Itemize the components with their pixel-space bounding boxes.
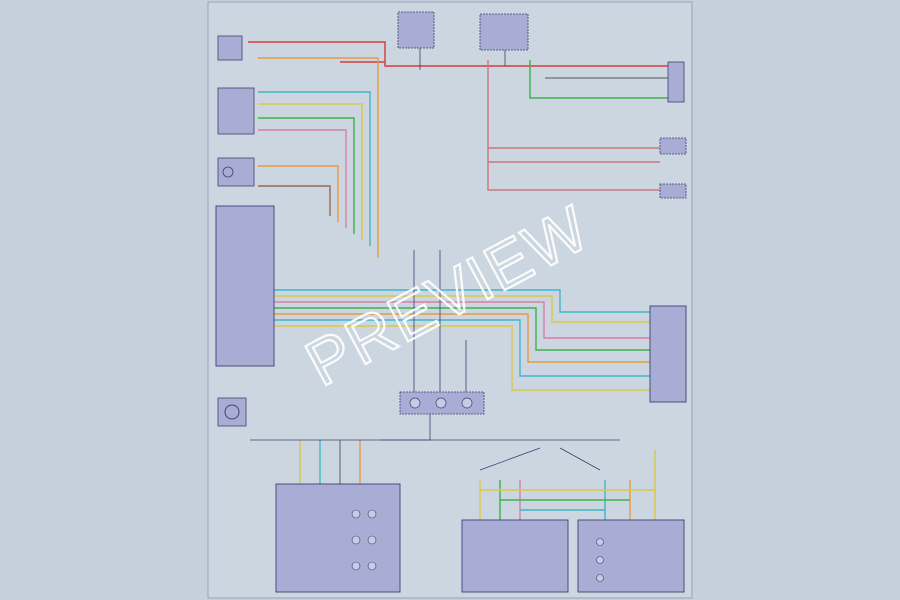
- wire-bus-6: [270, 319, 650, 377]
- wire-bus-3: [270, 301, 650, 339]
- wire-yellow-1: [258, 103, 363, 240]
- led: [351, 509, 361, 519]
- sensor-position: [217, 87, 255, 135]
- led: [351, 561, 361, 571]
- bottom-switches: [275, 483, 685, 593]
- right-components: [649, 61, 687, 403]
- sensor-electronic: [217, 157, 255, 187]
- bottom-switch-right: [577, 519, 685, 593]
- left-sensors: [217, 35, 255, 427]
- connector-pin-3: [461, 397, 473, 409]
- connector-pin-1: [409, 397, 421, 409]
- wire-green-1: [258, 117, 355, 234]
- wire-bus-2: [270, 295, 650, 323]
- led: [596, 538, 604, 546]
- led: [367, 561, 377, 571]
- led: [351, 535, 361, 545]
- wire-black-9: [559, 447, 601, 471]
- wire-bus-4: [270, 307, 650, 351]
- wire-red: [248, 41, 680, 67]
- fuse-block-left: [397, 11, 435, 49]
- connector-pin-2: [435, 397, 447, 409]
- led: [596, 574, 604, 582]
- wire-orange-1: [258, 57, 379, 258]
- wire-bus-1: [270, 289, 650, 313]
- bottom-left-leds: [351, 509, 604, 582]
- wire-brown-1: [258, 185, 331, 216]
- sensor-bottom-left: [217, 397, 247, 427]
- wire-cyan-1: [258, 91, 371, 246]
- right-sensor-mid: [659, 137, 687, 155]
- wire-pink-right: [487, 60, 660, 191]
- fuse-block-right: [479, 13, 529, 51]
- pcm-module: [215, 205, 275, 367]
- bottom-switch-middle: [461, 519, 569, 593]
- right-module: [649, 305, 687, 403]
- wire-green: [529, 60, 668, 99]
- sensor-bottom-left-coil: [224, 404, 240, 420]
- led: [367, 509, 377, 519]
- right-switch-top: [667, 61, 685, 103]
- sensor-electronic-coil: [222, 166, 234, 178]
- bottom-switch-left: [275, 483, 401, 593]
- wire-orange-2: [258, 165, 339, 222]
- led: [596, 556, 604, 564]
- wires: [248, 41, 680, 520]
- wire-bus-5: [270, 313, 650, 363]
- wire-black-8: [479, 447, 541, 471]
- top-fuse-blocks: [397, 11, 529, 51]
- led: [367, 535, 377, 545]
- right-sensor-low: [659, 183, 687, 199]
- wire-pink-1: [258, 129, 347, 228]
- sensor-switch-top: [217, 35, 243, 61]
- center-connector: [399, 391, 485, 415]
- pcm-box: [215, 205, 275, 367]
- wire-bus-7: [270, 325, 650, 391]
